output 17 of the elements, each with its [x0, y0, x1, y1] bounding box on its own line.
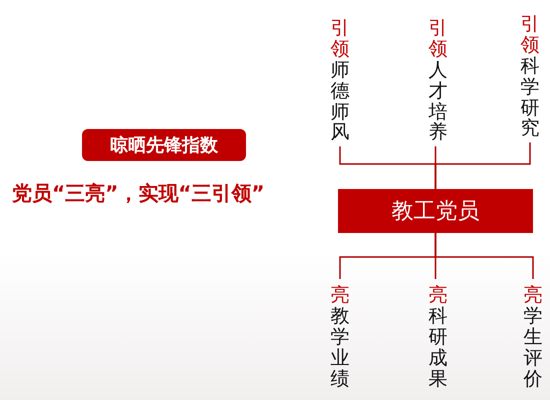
vertical-keyword: 亮 — [428, 285, 448, 306]
vertical-keyword: 引领 — [330, 18, 350, 60]
main-box: 教工党员 — [338, 189, 533, 233]
vertical-text: 教学业绩 — [330, 306, 350, 390]
vertical-text: 师德师风 — [330, 60, 350, 144]
vertical-keyword: 亮 — [524, 285, 542, 306]
vertical-keyword: 亮 — [330, 285, 350, 306]
vertical-text: 学生评价 — [524, 306, 542, 390]
vertical-text: 科学研究 — [520, 56, 540, 140]
connector-line — [434, 233, 534, 279]
title-badge: 晾晒先锋指数 — [82, 129, 246, 161]
connector-line — [434, 142, 531, 189]
vertical-text: 人才培养 — [428, 60, 448, 144]
vertical-text: 科研成果 — [428, 306, 448, 390]
vertical-keyword: 引领 — [520, 14, 540, 56]
slogan-text: 党员“三亮”，实现“三引领” — [12, 180, 265, 207]
vertical-keyword: 引领 — [428, 18, 448, 60]
